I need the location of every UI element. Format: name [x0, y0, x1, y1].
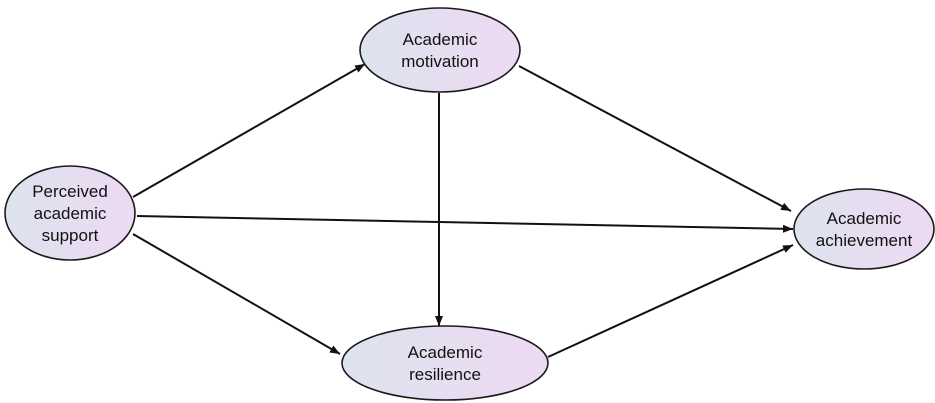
node-resilience: Academic resilience	[341, 325, 549, 401]
node-ellipse-motivation	[359, 7, 521, 93]
node-achievement: Academic achievement	[793, 188, 935, 270]
node-label-achievement-line-1: achievement	[816, 231, 913, 250]
edge-support-resilience	[132, 233, 341, 355]
node-label-support-line-0: Perceived	[32, 182, 108, 201]
node-label-support-line-2: support	[42, 226, 99, 245]
node-motivation: Academic motivation	[359, 7, 521, 93]
node-ellipse-resilience	[341, 325, 549, 401]
node-label-motivation-line-1: motivation	[401, 52, 478, 71]
nodes-layer: PerceivedacademicsupportAcademicmotivati…	[4, 7, 935, 401]
edges-layer	[132, 63, 794, 358]
node-label-achievement-line-0: Academic	[827, 209, 902, 228]
node-support: Perceived academic support	[4, 165, 136, 261]
node-label-support-line-1: academic	[34, 204, 107, 223]
edge-support-motivation	[132, 63, 366, 198]
node-label-resilience-line-0: Academic	[408, 343, 483, 362]
edge-resilience-achievement	[547, 244, 794, 358]
edge-motivation-achievement	[518, 65, 792, 212]
node-ellipse-support	[4, 165, 136, 261]
node-ellipse-achievement	[793, 188, 935, 270]
node-label-resilience-line-1: resilience	[409, 365, 481, 384]
node-label-motivation-line-0: Academic	[403, 30, 478, 49]
edge-support-achievement	[136, 215, 794, 233]
